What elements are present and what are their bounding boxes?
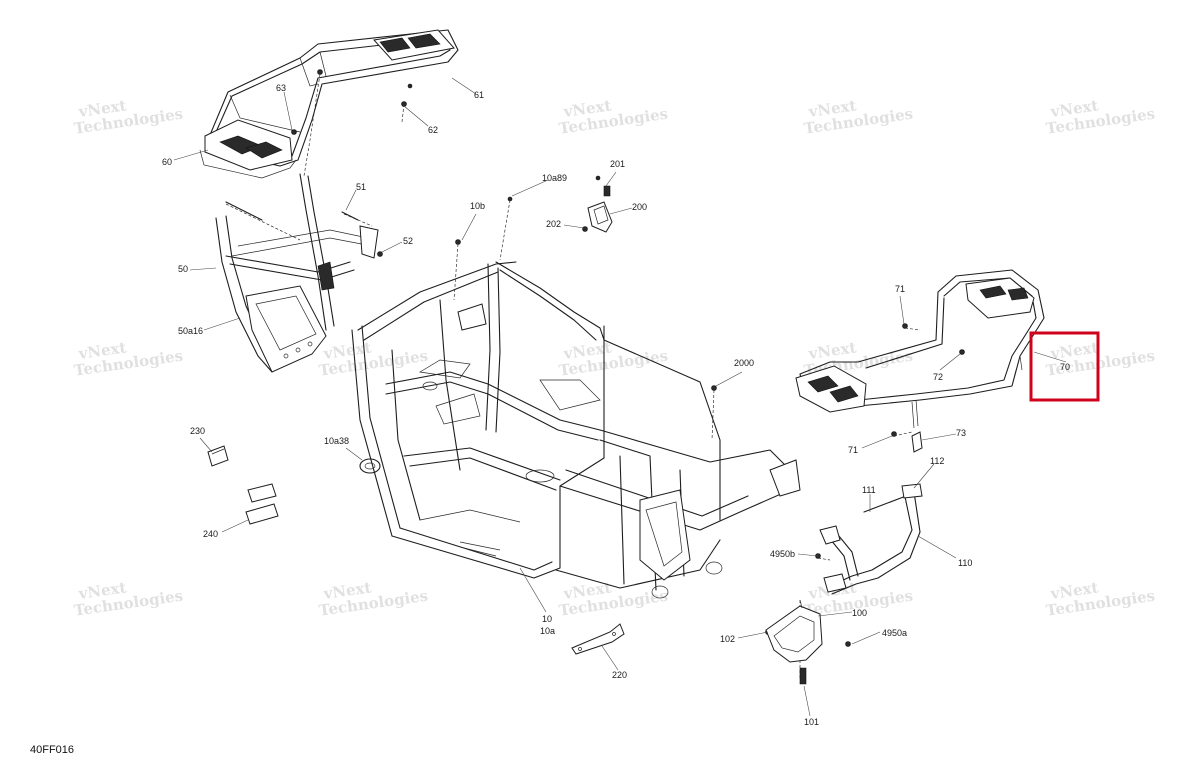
main-frame-part[interactable]: [351, 261, 801, 599]
watermark: vNext Technologies: [1045, 578, 1156, 619]
callout-10[interactable]: 10: [542, 614, 552, 624]
skid-pad-part-240[interactable]: [245, 483, 279, 525]
watermark: vNext Technologies: [73, 338, 184, 379]
callout-10a[interactable]: 10a: [540, 626, 555, 636]
callouts: 60 63 61 62 51 52 50 50a16 10a89 10b 201…: [162, 83, 1070, 727]
callout-2000[interactable]: 2000: [734, 358, 754, 368]
hitch-bracket-part[interactable]: [765, 599, 823, 685]
callout-50a16[interactable]: 50a16: [178, 326, 203, 336]
callout-112[interactable]: 112: [930, 456, 944, 466]
callout-111[interactable]: 111: [862, 485, 876, 495]
callout-72[interactable]: 72: [933, 372, 943, 382]
watermark: vNext Technologies: [1045, 96, 1156, 137]
watermark: vNext Technologies: [318, 338, 429, 379]
callout-60[interactable]: 60: [162, 157, 172, 167]
watermark: vNext Technologies: [73, 96, 184, 137]
callout-51[interactable]: 51: [356, 182, 366, 192]
callout-201[interactable]: 201: [610, 159, 625, 169]
highlight-box: [1029, 331, 1100, 402]
callout-61[interactable]: 61: [474, 90, 484, 100]
callout-102[interactable]: 102: [720, 634, 735, 644]
watermark: vNext Technologies: [558, 578, 669, 619]
leader-lines: [173, 77, 1067, 717]
callout-110[interactable]: 110: [958, 558, 972, 568]
bracket-part-200[interactable]: [587, 185, 613, 233]
bracket-part-220[interactable]: [571, 623, 625, 655]
watermark: vNext Technologies: [558, 96, 669, 137]
callout-220[interactable]: 220: [612, 670, 627, 680]
callout-240[interactable]: 240: [203, 529, 218, 539]
callout-70[interactable]: 70: [1060, 362, 1070, 372]
callout-202[interactable]: 202: [546, 219, 561, 229]
watermark: vNext Technologies: [558, 338, 669, 379]
front-rack-part[interactable]: [199, 29, 459, 179]
watermark: vNext Technologies: [318, 578, 429, 619]
callout-73[interactable]: 73: [956, 428, 966, 438]
watermark: vNext Technologies: [73, 578, 184, 619]
callout-10a89[interactable]: 10a89: [542, 173, 567, 183]
watermark: vNext Technologies: [803, 96, 914, 137]
front-bumper-part[interactable]: [215, 173, 379, 373]
callout-10b[interactable]: 10b: [470, 201, 485, 211]
diagram-code: 40FF016: [30, 744, 75, 756]
callout-100[interactable]: 100: [852, 608, 867, 618]
rear-rack-part[interactable]: [795, 269, 1045, 453]
callout-71-top[interactable]: 71: [895, 284, 905, 294]
callout-50[interactable]: 50: [178, 264, 188, 274]
callout-52[interactable]: 52: [403, 236, 413, 246]
callout-230[interactable]: 230: [190, 426, 205, 436]
callout-4950a[interactable]: 4950a: [882, 628, 907, 638]
callout-71-bottom[interactable]: 71: [848, 445, 858, 455]
callout-62[interactable]: 62: [428, 125, 438, 135]
skid-pad-part-230[interactable]: [207, 445, 229, 467]
callout-101[interactable]: 101: [804, 717, 819, 727]
rear-bumper-part[interactable]: [819, 483, 923, 595]
callout-10a38[interactable]: 10a38: [324, 436, 349, 446]
callout-4950b[interactable]: 4950b: [770, 549, 795, 559]
callout-200[interactable]: 200: [632, 202, 647, 212]
callout-63[interactable]: 63: [276, 83, 286, 93]
ring-part-10a38[interactable]: [359, 458, 381, 474]
